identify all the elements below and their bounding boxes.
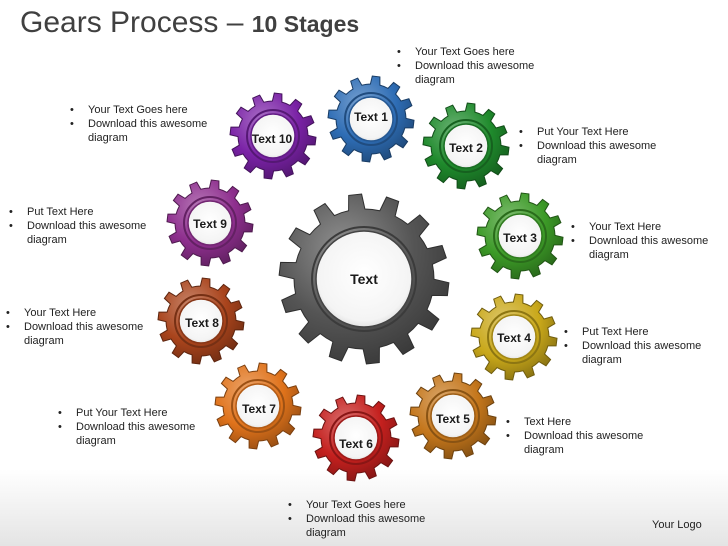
gear-7: Text 7 — [214, 362, 302, 450]
logo-text: Your Logo — [652, 519, 702, 531]
gear-4-label: Text 4 — [497, 331, 531, 345]
gear-6-hub — [333, 415, 379, 461]
callout-3: Your Text Here Download this awesome dia… — [567, 220, 727, 262]
callout-9-item-1: Put Text Here — [5, 205, 170, 219]
gear-9-label: Text 9 — [193, 217, 227, 231]
callout-1-item-2: Download this awesome diagram — [393, 59, 563, 87]
callout-8-item-2: Download this awesome diagram — [2, 320, 167, 348]
callout-4-item-1: Put Text Here — [560, 325, 725, 339]
gear-5: Text 5 — [409, 372, 497, 460]
callout-9: Put Text Here Download this awesome diag… — [5, 205, 170, 247]
gear-9: Text 9 — [166, 179, 254, 267]
callout-9-item-2: Download this awesome diagram — [5, 219, 170, 247]
gear-8: Text 8 — [157, 277, 245, 365]
gear-3-label: Text 3 — [503, 231, 537, 245]
title-main: Gears Process – — [20, 6, 252, 39]
callout-1: Your Text Goes here Download this awesom… — [393, 45, 563, 87]
gear-2-label: Text 2 — [449, 141, 483, 155]
gear-2-rim — [439, 119, 493, 173]
gear-5-label: Text 5 — [436, 412, 470, 426]
gear-10-rim — [246, 109, 300, 163]
callout-4: Put Text Here Download this awesome diag… — [560, 325, 725, 367]
callout-5: Text Here Download this awesome diagram — [502, 415, 667, 457]
gear-1: Text 1 — [327, 75, 415, 163]
gear-10-label: Text 10 — [252, 132, 293, 146]
gear-9-rim — [183, 196, 237, 250]
gear-6-rim — [329, 411, 383, 465]
gear-1-rim — [344, 92, 398, 146]
callout-7: Put Your Text Here Download this awesome… — [54, 406, 219, 448]
callout-3-item-2: Download this awesome diagram — [567, 234, 727, 262]
gear-8-label: Text 8 — [185, 316, 219, 330]
slide-title: Gears Process – 10 Stages — [20, 6, 359, 41]
callout-5-item-1: Text Here — [502, 415, 667, 429]
callout-6-item-2: Download this awesome diagram — [284, 512, 449, 540]
center-gear-hub — [315, 230, 413, 328]
callout-2-item-2: Download this awesome diagram — [515, 139, 680, 167]
gear-4-rim — [487, 310, 541, 364]
callout-7-item-1: Put Your Text Here — [54, 406, 219, 420]
center-gear-rim — [311, 226, 417, 332]
callout-10-item-1: Your Text Goes here — [66, 103, 231, 117]
callout-8-item-1: Your Text Here — [2, 306, 167, 320]
gear-7-rim — [231, 379, 285, 433]
center-gear: Text — [278, 193, 450, 365]
callout-10-item-2: Download this awesome diagram — [66, 117, 231, 145]
gear-4: Text 4 — [470, 293, 558, 381]
gear-6: Text 6 — [312, 394, 400, 482]
gear-3-hub — [497, 213, 543, 259]
gear-10-hub — [250, 113, 296, 159]
gear-3: Text 3 — [476, 192, 564, 280]
gear-9-hub — [187, 200, 233, 246]
callout-2-item-1: Put Your Text Here — [515, 125, 680, 139]
callout-7-item-2: Download this awesome diagram — [54, 420, 219, 448]
callout-4-item-2: Download this awesome diagram — [560, 339, 725, 367]
gear-1-hub — [348, 96, 394, 142]
callout-2: Put Your Text Here Download this awesome… — [515, 125, 680, 167]
gear-6-label: Text 6 — [339, 437, 373, 451]
callout-3-item-1: Your Text Here — [567, 220, 727, 234]
gear-8-hub — [178, 298, 224, 344]
callout-6: Your Text Goes here Download this awesom… — [284, 498, 449, 540]
callout-1-item-1: Your Text Goes here — [393, 45, 563, 59]
gear-2-hub — [443, 123, 489, 169]
gear-10: Text 10 — [229, 92, 317, 180]
gear-1-label: Text 1 — [354, 110, 388, 124]
gear-7-label: Text 7 — [242, 402, 276, 416]
gear-2: Text 2 — [422, 102, 510, 190]
gear-4-hub — [491, 314, 537, 360]
callout-10: Your Text Goes here Download this awesom… — [66, 103, 231, 145]
callout-6-item-1: Your Text Goes here — [284, 498, 449, 512]
callout-5-item-2: Download this awesome diagram — [502, 429, 667, 457]
gear-8-rim — [174, 294, 228, 348]
gear-7-hub — [235, 383, 281, 429]
gear-5-rim — [426, 389, 480, 443]
gear-5-hub — [430, 393, 476, 439]
center-gear-label: Text — [350, 271, 378, 287]
callout-8: Your Text Here Download this awesome dia… — [2, 306, 167, 348]
title-emphasis: 10 Stages — [251, 11, 360, 37]
gear-3-rim — [493, 209, 547, 263]
